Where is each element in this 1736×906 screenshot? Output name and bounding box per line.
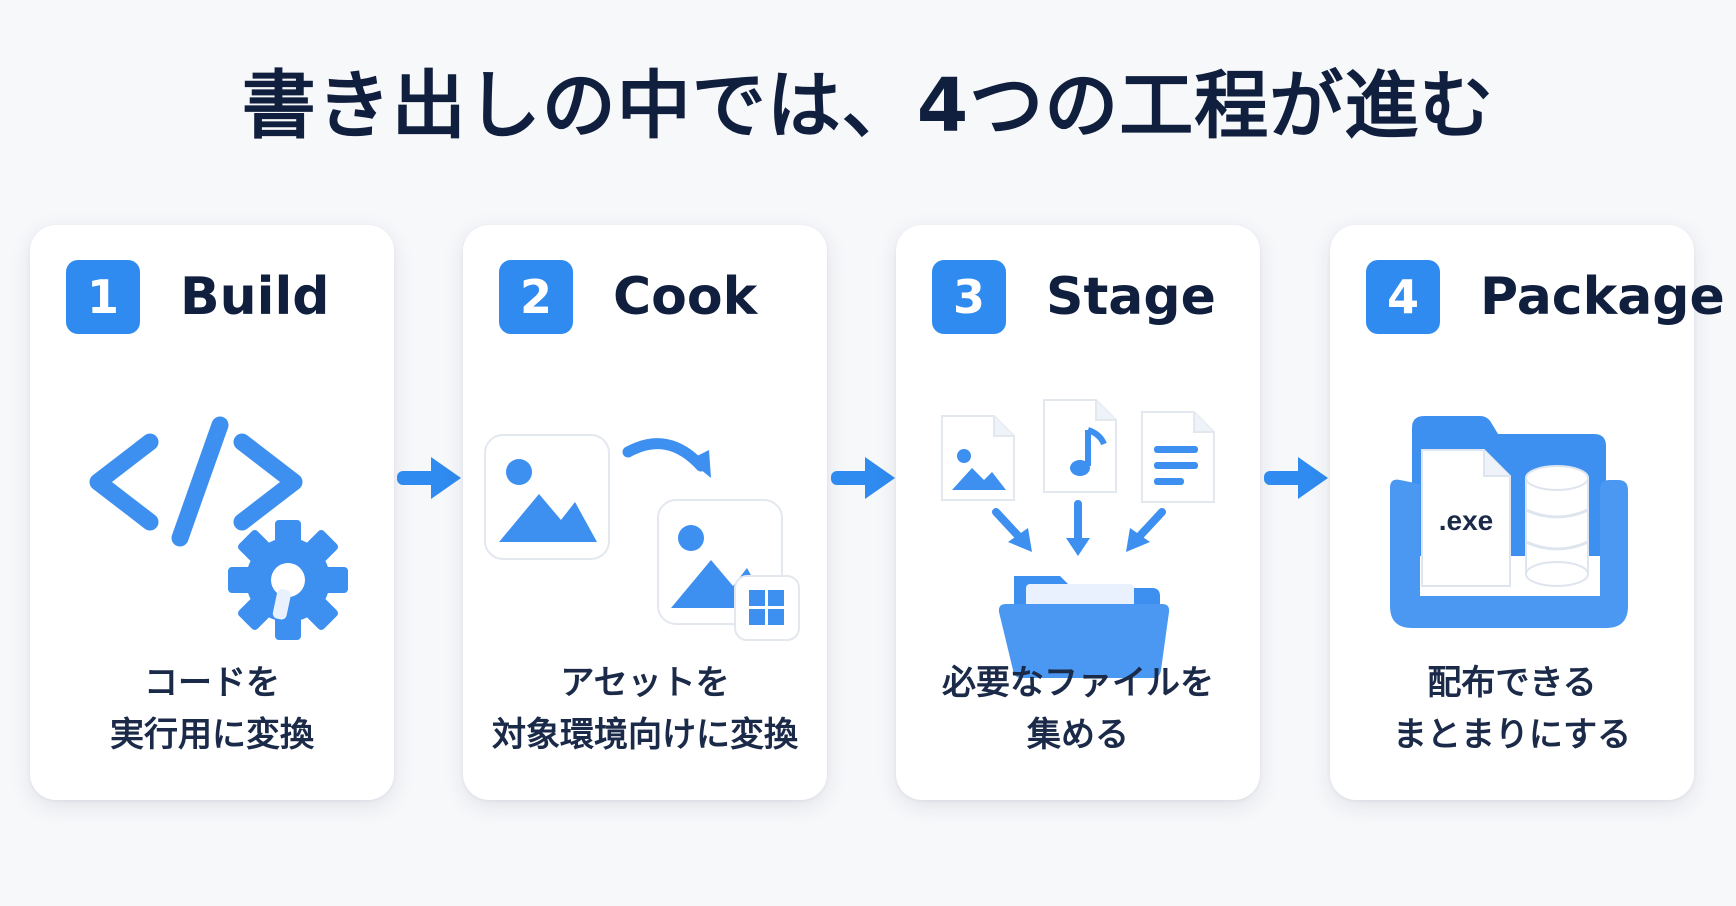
package-folder-icon: .exe [1390, 416, 1628, 628]
step-caption: アセットを 対象環境向けに変換 [492, 663, 798, 755]
image-convert-icon [484, 434, 800, 641]
arrow-right-icon [1264, 457, 1328, 499]
code-gear-icon [89, 416, 348, 640]
step-card-build: 1 Build コードを 実行用に変換 [30, 225, 394, 800]
step-title: Package [1480, 267, 1725, 327]
exe-label: .exe [1439, 505, 1494, 536]
step-card-package: 4 Package .exe 配布できる まとまりにする [1330, 225, 1725, 800]
step-card-cook: 2 Cook アセットを 対象環境向けに変換 [463, 225, 827, 800]
files-to-folder-icon [941, 399, 1215, 678]
arrow-right-icon [831, 457, 895, 499]
arrow-right-icon [397, 457, 461, 499]
step-title: Cook [613, 267, 758, 327]
page-title: 書き出しの中では、4つの工程が進む [241, 63, 1495, 149]
step-card-stage: 3 Stage 必要なファイルを 集める [896, 225, 1260, 800]
step-title: Build [180, 267, 330, 327]
step-caption: 配布できる まとまりにする [1392, 663, 1632, 755]
step-number-badge: 1 [66, 260, 140, 334]
step-caption: コードを 実行用に変換 [110, 663, 314, 755]
step-number-badge: 4 [1366, 260, 1440, 334]
step-caption: 必要なファイルを 集める [942, 663, 1214, 755]
step-title: Stage [1046, 267, 1216, 327]
step-number-badge: 2 [499, 260, 573, 334]
step-number-badge: 3 [932, 260, 1006, 334]
